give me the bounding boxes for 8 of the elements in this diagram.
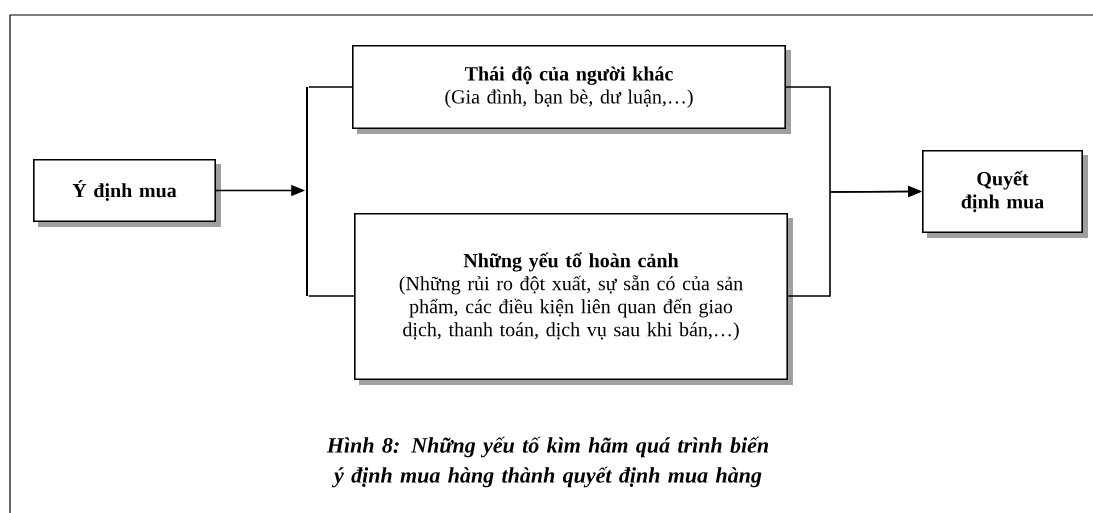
- connector-line: [308, 86, 353, 88]
- connector-line: [308, 295, 355, 297]
- process-box: Thái độ của người khác (Gia đình, bạn bè, dư luận,…): [352, 45, 791, 134]
- figure-caption: Hình 8: Những yếu tố kìm hãm quá trình biến ý định mua hàng thành quyết định mua hàng: [326, 436, 769, 488]
- junction-line: [306, 87, 308, 296]
- process-box: Ý định mua: [33, 159, 221, 227]
- process-box: Những yếu tố hoàn cảnh (Những rủi ro đột xuất, sự sẵn có của sản phẩm, các điều kiện liên quan đến giao dịch, thanh toán, dịch vụ sau khi bán,…): [354, 213, 793, 385]
- process-box: Quyết định mua: [922, 150, 1088, 238]
